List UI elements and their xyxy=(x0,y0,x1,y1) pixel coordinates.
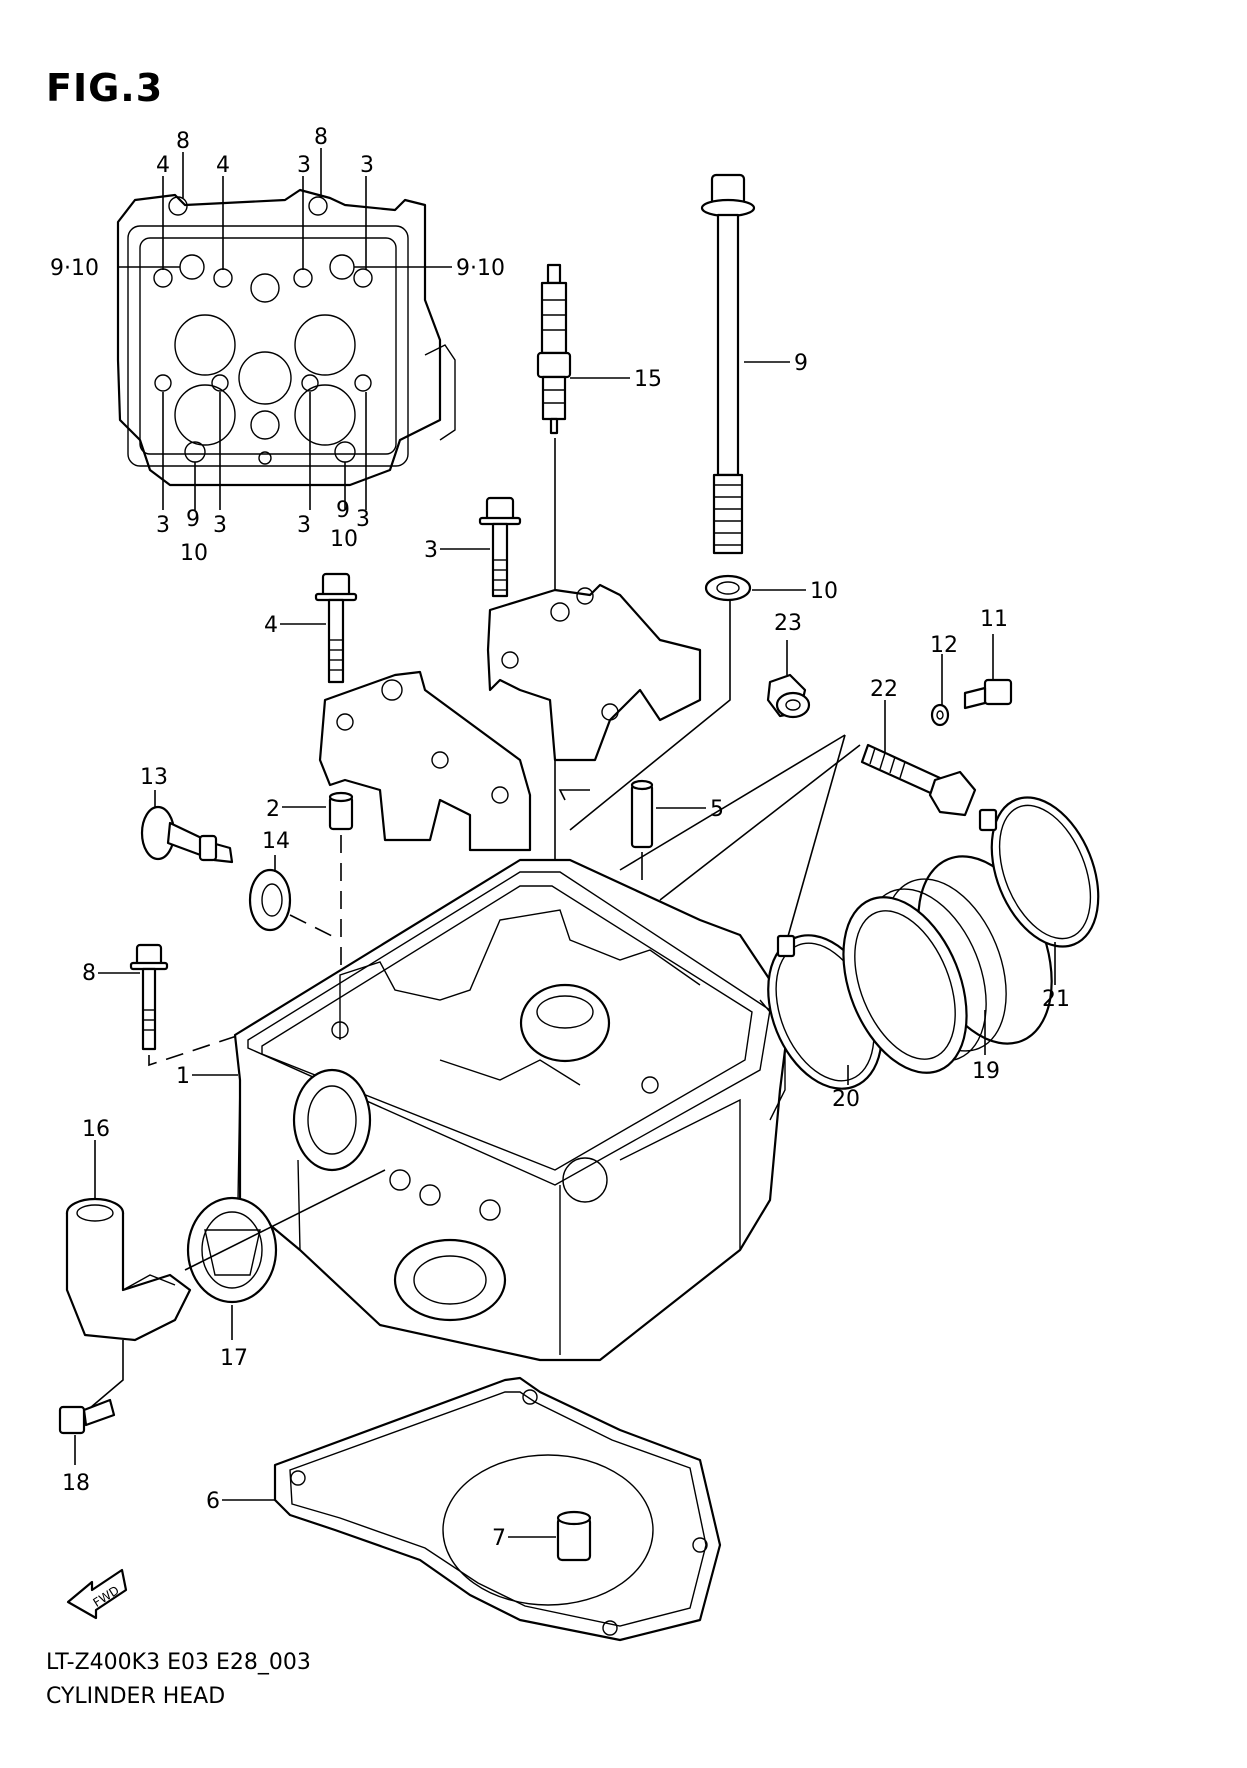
diagram-code: LT-Z400K3 E03 E28_003 xyxy=(46,1650,311,1675)
callout-1: 1 xyxy=(176,1064,190,1089)
inset-callout-bottom-9b: 9 xyxy=(336,498,350,523)
inset-callout-bottom-3d: 3 xyxy=(356,507,370,532)
guide-part-5 xyxy=(630,779,654,849)
bolt-part-8 xyxy=(129,943,169,1051)
valve-part-13 xyxy=(140,805,234,864)
callout-23: 23 xyxy=(774,611,802,636)
washer-part-10 xyxy=(704,574,752,602)
inset-leader-lines xyxy=(118,148,452,510)
spark-plug-part-15 xyxy=(536,263,572,435)
clamp-part-21 xyxy=(978,796,1100,948)
bolt-part-3 xyxy=(478,496,522,598)
nut-part-23 xyxy=(766,673,811,719)
callout-13: 13 xyxy=(140,765,168,790)
inset-callout-bottom-10a: 10 xyxy=(180,541,208,566)
head-gasket-part-6 xyxy=(273,1376,722,1642)
inset-callout-bottom-3b: 3 xyxy=(213,513,227,538)
callout-17: 17 xyxy=(220,1346,248,1371)
inset-callout-3-right: 3 xyxy=(360,153,374,178)
oil-seal-part-14 xyxy=(248,868,292,932)
inset-callout-8-left: 8 xyxy=(176,129,190,154)
callout-9: 9 xyxy=(794,351,808,376)
callout-6: 6 xyxy=(206,1489,220,1514)
bolt-part-18 xyxy=(58,1398,116,1435)
inset-callout-bottom-10b: 10 xyxy=(330,527,358,552)
inset-callout-3-left: 3 xyxy=(297,153,311,178)
callout-22: 22 xyxy=(870,677,898,702)
callout-14: 14 xyxy=(262,829,290,854)
figure-title: FIG.3 xyxy=(46,66,164,110)
callout-11: 11 xyxy=(980,607,1008,632)
callout-4: 4 xyxy=(264,613,278,638)
callout-2: 2 xyxy=(266,797,280,822)
bolt-part-22 xyxy=(860,743,977,817)
callout-10: 10 xyxy=(810,579,838,604)
callout-3: 3 xyxy=(424,538,438,563)
callout-15: 15 xyxy=(634,367,662,392)
inset-callout-bottom-3a: 3 xyxy=(156,513,170,538)
forward-arrow-icon: FWD xyxy=(66,1568,128,1620)
camshaft-holder-right xyxy=(486,583,702,762)
inset-callout-9-10-right: 9·10 xyxy=(456,256,505,281)
callout-8: 8 xyxy=(82,961,96,986)
dowel-pin-part-7 xyxy=(556,1510,592,1562)
inset-callout-8-right: 8 xyxy=(314,125,328,150)
inset-callout-bottom-3c: 3 xyxy=(297,513,311,538)
callout-20: 20 xyxy=(832,1087,860,1112)
inset-top-view xyxy=(116,188,456,487)
callout-7: 7 xyxy=(492,1526,506,1551)
diagram-name: CYLINDER HEAD xyxy=(46,1684,226,1709)
callout-21: 21 xyxy=(1042,987,1070,1012)
dowel-pin-part-2 xyxy=(328,791,354,831)
inset-callout-4-right: 4 xyxy=(216,153,230,178)
inset-callout-bottom-9a: 9 xyxy=(186,507,200,532)
inset-callout-4-left: 4 xyxy=(156,153,170,178)
water-outlet-part-16 xyxy=(65,1197,192,1342)
callout-12: 12 xyxy=(930,633,958,658)
cylinder-head-part-1 xyxy=(233,858,792,1362)
washer-part-12 xyxy=(930,703,950,727)
callout-16: 16 xyxy=(82,1117,110,1142)
camshaft-holder-left xyxy=(318,670,532,852)
bolt-part-4 xyxy=(314,572,358,684)
callout-19: 19 xyxy=(972,1059,1000,1084)
bolt-part-11 xyxy=(963,678,1013,710)
stud-bolt-part-9 xyxy=(700,173,756,555)
callout-18: 18 xyxy=(62,1471,90,1496)
thermostat-part-17 xyxy=(186,1196,278,1304)
diagram-footer: LT-Z400K3 E03 E28_003 CYLINDER HEAD xyxy=(46,1646,311,1714)
inset-callout-9-10-left: 9·10 xyxy=(50,256,99,281)
callout-5: 5 xyxy=(710,797,724,822)
